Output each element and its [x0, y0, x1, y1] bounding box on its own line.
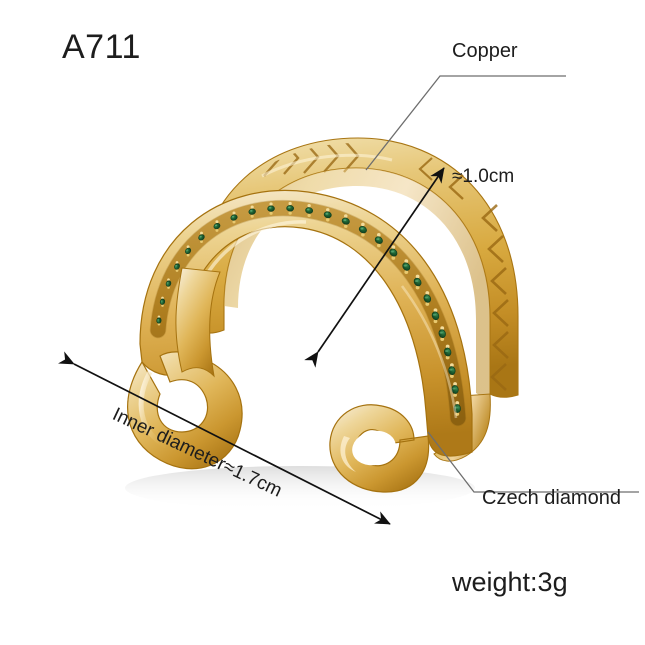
- stone-sparkle: [360, 227, 364, 230]
- stone-prong: [455, 401, 460, 405]
- stone-prong: [175, 269, 179, 272]
- stone-prong: [186, 245, 190, 249]
- stone-sparkle: [390, 250, 394, 253]
- stone-sparkle: [343, 219, 347, 222]
- stone-prong: [445, 344, 450, 349]
- stone-prong: [269, 211, 273, 215]
- left-loop-aperture: [164, 383, 205, 427]
- stone-sparkle: [376, 238, 380, 241]
- stone-prong: [344, 224, 348, 228]
- stone-prong: [449, 374, 454, 379]
- stone-sparkle: [424, 296, 428, 299]
- stone-sparkle: [403, 264, 407, 267]
- stone-prong: [215, 220, 219, 224]
- stone-prong: [453, 382, 457, 386]
- stone-sparkle: [439, 331, 443, 334]
- stone-prong: [161, 304, 164, 307]
- stone-prong: [157, 315, 161, 319]
- copper-annotation-label: Copper: [452, 40, 518, 62]
- stone-prong: [232, 220, 236, 224]
- weight-label: weight:3g: [452, 567, 568, 597]
- stone-prong: [361, 233, 365, 237]
- pave-stone: [165, 280, 172, 287]
- stone-prong: [376, 243, 381, 248]
- stone-prong: [361, 222, 365, 227]
- stone-sparkle: [160, 300, 163, 302]
- pave-stone: [451, 385, 459, 394]
- stone-sparkle: [454, 406, 458, 409]
- stone-sparkle: [287, 206, 291, 209]
- stone-prong: [326, 218, 330, 222]
- stone-prong: [288, 201, 292, 206]
- pave-stone: [453, 404, 461, 413]
- stone-prong: [326, 208, 330, 212]
- pave-stone: [174, 263, 180, 270]
- stone-sparkle: [445, 349, 449, 352]
- stone-sparkle: [306, 208, 310, 211]
- stone-prong: [167, 286, 170, 289]
- stone-prong: [288, 211, 292, 215]
- stone-prong: [175, 261, 179, 264]
- stone-sparkle: [186, 249, 189, 251]
- stone-sparkle: [157, 319, 160, 321]
- stone-prong: [232, 211, 236, 215]
- stone-sparkle: [199, 235, 202, 238]
- stone-prong: [445, 355, 450, 360]
- czech-diamond-annotation-label: Czech diamond: [482, 487, 621, 509]
- stone-prong: [250, 205, 254, 209]
- stone-sparkle: [268, 206, 272, 209]
- stone-prong: [344, 214, 348, 218]
- stone-sparkle: [432, 313, 436, 316]
- stone-prong: [157, 322, 161, 326]
- stone-prong: [307, 203, 311, 208]
- pave-stone: [185, 247, 192, 255]
- stone-sparkle: [175, 265, 178, 267]
- stone-sparkle: [452, 387, 456, 390]
- pave-stone: [286, 205, 294, 212]
- stone-prong: [455, 412, 460, 416]
- stone-prong: [449, 363, 454, 368]
- stone-prong: [167, 278, 170, 282]
- stone-sparkle: [325, 212, 329, 215]
- stone-sparkle: [231, 215, 235, 218]
- stone-prong: [250, 214, 254, 218]
- stone-prong: [307, 213, 311, 218]
- pave-stone: [156, 317, 162, 324]
- stone-sparkle: [250, 210, 253, 212]
- pave-stone: [159, 298, 166, 305]
- stone-sparkle: [449, 368, 453, 371]
- stone-prong: [161, 296, 164, 300]
- stone-sparkle: [415, 280, 419, 283]
- stone-prong: [453, 393, 457, 397]
- stone-prong: [215, 228, 219, 232]
- band-width-dimension-label: ≈1.0cm: [452, 166, 515, 187]
- sku-label: A711: [62, 28, 141, 66]
- stone-sparkle: [166, 282, 169, 284]
- pave-stone: [267, 205, 275, 212]
- stone-prong: [200, 240, 203, 244]
- stone-prong: [376, 233, 381, 237]
- stone-sparkle: [214, 224, 218, 227]
- stone-prong: [200, 231, 203, 235]
- stone-prong: [269, 202, 273, 206]
- pave-stone: [448, 366, 456, 376]
- stone-prong: [186, 253, 190, 257]
